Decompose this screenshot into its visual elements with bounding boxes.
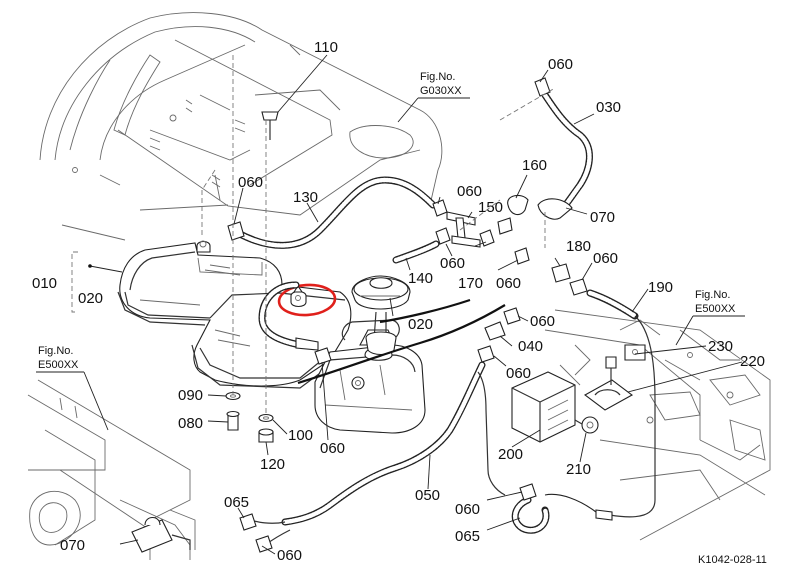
hose-140 [392, 240, 440, 264]
highlight-ring [277, 283, 337, 317]
document-code: K1042-028-11 [698, 554, 767, 566]
label-060-d: 060 [496, 275, 521, 292]
hose-130 [234, 176, 437, 249]
fuel-tank [117, 240, 426, 434]
label-060-left: 060 [238, 174, 263, 191]
hose-030 [541, 91, 593, 216]
fasteners [225, 111, 279, 443]
label-010: 010 [32, 275, 57, 292]
label-220: 220 [740, 353, 765, 370]
hose-tank-link [258, 281, 319, 351]
tank-strap [131, 516, 191, 553]
label-140: 140 [408, 270, 433, 287]
hose-050 [249, 361, 506, 546]
label-060-h: 060 [455, 501, 480, 518]
label-120: 120 [260, 456, 285, 473]
fig-ref-g030-title: Fig.No. [420, 71, 455, 83]
label-065-left: 065 [224, 494, 249, 511]
hose-190 [586, 289, 656, 518]
label-110: 110 [314, 39, 338, 56]
centerlines [201, 55, 556, 415]
figure-ref-e500-left: Fig.No. E500XX [36, 345, 109, 431]
fig-ref-e500-left-code: E500XX [38, 359, 79, 371]
assembly-dot [88, 264, 92, 268]
label-060-bottom: 060 [277, 547, 302, 564]
label-150: 150 [478, 199, 503, 216]
label-060-a: 060 [457, 183, 482, 200]
fig-ref-e500-right-code: E500XX [695, 303, 736, 315]
label-060-f: 060 [506, 365, 531, 382]
fuel-filter [511, 371, 599, 443]
label-130: 130 [293, 189, 318, 206]
label-080: 080 [178, 415, 203, 432]
label-070-bottom: 070 [60, 537, 85, 554]
label-060-e: 060 [530, 313, 555, 330]
label-060-b: 060 [440, 255, 465, 272]
label-060-top: 060 [548, 56, 573, 73]
label-030: 030 [596, 99, 621, 116]
label-170: 170 [458, 275, 483, 292]
label-040: 040 [518, 338, 543, 355]
part-labels: 110 060 030 160 060 150 070 060 130 060 … [32, 39, 765, 564]
label-065-right: 065 [455, 528, 480, 545]
label-060-c: 060 [593, 250, 618, 267]
assembly-bracket [71, 251, 78, 313]
label-200: 200 [498, 446, 523, 463]
fig-ref-e500-right-title: Fig.No. [695, 289, 730, 301]
fuel-line-branch [379, 298, 471, 324]
frame-left [27, 379, 196, 560]
label-050: 050 [415, 487, 440, 504]
label-020-cap: 020 [408, 316, 433, 333]
label-190: 190 [648, 279, 673, 296]
fig-ref-e500-left-title: Fig.No. [38, 345, 73, 357]
bracket [583, 344, 646, 411]
label-090: 090 [178, 387, 203, 404]
label-070-top: 070 [590, 209, 615, 226]
figure-ref-e500-right: Fig.No. E500XX [675, 289, 745, 346]
fender-body [39, 12, 443, 241]
fuel-line [297, 304, 506, 385]
label-020-left: 020 [78, 290, 103, 307]
hose-065-loop [511, 496, 550, 534]
fig-ref-g030-code: G030XX [420, 85, 462, 97]
fuel-cap [351, 275, 411, 356]
frame-right [544, 309, 771, 541]
label-060-g: 060 [320, 440, 345, 457]
label-180: 180 [566, 238, 591, 255]
label-230: 230 [708, 338, 733, 355]
leader-lines [119, 54, 743, 555]
label-160: 160 [522, 157, 547, 174]
clamps [227, 77, 613, 553]
figure-ref-g030: Fig.No. G030XX [397, 71, 470, 123]
label-210: 210 [566, 461, 591, 478]
label-100: 100 [288, 427, 313, 444]
